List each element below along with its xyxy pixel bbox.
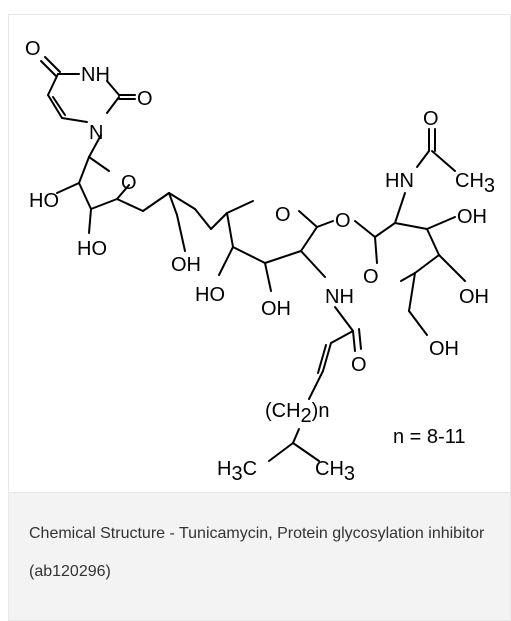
label-ho-bottom: HO — [77, 238, 107, 260]
label-oh-mid: OH — [171, 254, 201, 276]
pyranose-ring-2 — [354, 192, 466, 336]
label-nh-ring: NH — [81, 64, 110, 86]
label-hn-acetyl: HN — [385, 170, 414, 192]
h3c-c-text: C — [243, 458, 257, 480]
label-oh-pyr1: OH — [261, 298, 291, 320]
fatty-acyl-chain — [268, 306, 362, 462]
tunicamycin-structure: O NH O N O HO HO OH O O HO OH NH O O HN … — [25, 38, 495, 485]
image-caption: Chemical Structure - Tunicamycin, Protei… — [29, 525, 485, 580]
label-o-ring2: O — [137, 88, 153, 110]
image-card: O NH O N O HO HO OH O O HO OH NH O O HN … — [8, 14, 511, 621]
ch2-open-text: (CH — [265, 400, 301, 422]
label-o-pyranose2: O — [363, 266, 379, 288]
uracil-ring — [40, 56, 136, 158]
label-o-furanose: O — [121, 172, 137, 194]
ch3-acetyl-subscript: 3 — [484, 175, 495, 197]
caption-box: Chemical Structure - Tunicamycin, Protei… — [9, 493, 510, 620]
pyranose-ring-1 — [218, 200, 334, 292]
chemical-structure-figure[interactable]: O NH O N O HO HO OH O O HO OH NH O O HN … — [9, 15, 510, 493]
acetyl-group — [416, 128, 456, 172]
label-o-glycosidic: O — [335, 210, 351, 232]
h3c-subscript: 3 — [231, 463, 242, 485]
label-oh-pyr2-c: OH — [429, 338, 459, 360]
label-o-amide: O — [351, 354, 367, 376]
ch3-acetyl-text: CH — [455, 170, 484, 192]
h3c-h-text: H — [217, 458, 231, 480]
label-ch2n: (CH2)n — [265, 400, 329, 427]
ch3-end-text: CH — [315, 458, 344, 480]
label-oh-pyr2-a: OH — [457, 206, 487, 228]
label-o-top: O — [25, 38, 41, 60]
label-ch3-acetyl: CH3 — [455, 170, 495, 197]
label-o-pyranose1: O — [275, 204, 291, 226]
label-n-range: n = 8-11 — [393, 426, 465, 448]
label-oh-pyr2-b: OH — [459, 286, 489, 308]
ch2-close-text: )n — [312, 400, 330, 422]
label-ch3-end: CH3 — [315, 458, 355, 485]
label-n-ring: N — [89, 122, 103, 144]
label-h3c: H3C — [217, 458, 257, 485]
label-ho-left: HO — [29, 190, 59, 212]
ch2-subscript: 2 — [301, 405, 312, 427]
label-ho-pyr1: HO — [195, 284, 225, 306]
label-nh-amide: NH — [325, 286, 354, 308]
furanose-ring — [56, 156, 144, 234]
label-o-acetyl: O — [423, 108, 439, 130]
ch3-end-subscript: 3 — [344, 463, 355, 485]
linker-chain — [142, 192, 228, 252]
